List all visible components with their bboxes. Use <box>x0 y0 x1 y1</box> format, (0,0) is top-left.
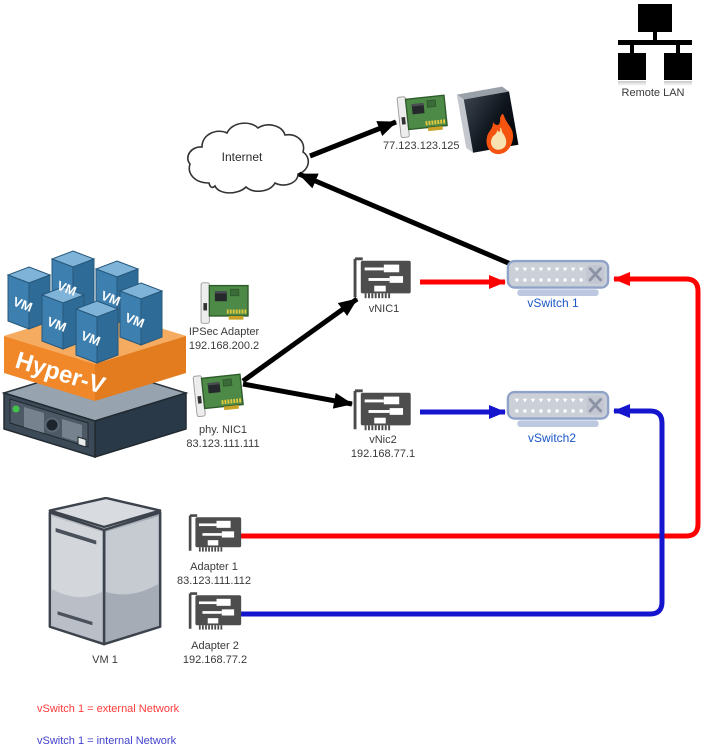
vnic2-ip-label: 192.168.77.1 <box>350 448 416 460</box>
vswitch2-label: vSwitch2 <box>527 431 577 445</box>
internet-cloud <box>187 122 310 194</box>
adapter2-icon <box>188 592 243 631</box>
edge-nic-ip-label: 77.123.123.125 <box>383 140 460 152</box>
adapter1-ip-label: 83.123.111.112 <box>176 575 252 587</box>
ipsec-adapter-ip-label: 192.168.200.2 <box>188 340 260 352</box>
vm-box-label: VM <box>123 310 147 331</box>
legend-internal-network: vSwitch 1 = internal Network <box>37 735 177 747</box>
vm-box-label: VM <box>45 314 69 335</box>
ipsec-adapter-icon <box>200 282 249 325</box>
link-vswitch1-internet <box>298 171 514 268</box>
phy-nic1-ip-label: 83.123.111.111 <box>186 438 260 450</box>
vnic2-label: vNic2 <box>369 434 397 446</box>
vnic1-label: vNIC1 <box>368 303 400 315</box>
vm-box-label: VM <box>11 294 35 315</box>
link-phynic1-vnic1 <box>241 296 359 384</box>
link-adapter2-vswitch2 <box>238 404 665 617</box>
phy-nic1-icon <box>192 370 245 418</box>
vm-box-label: VM <box>55 278 79 299</box>
link-phynic1-vnic2 <box>242 381 353 409</box>
firewall-icon <box>456 86 519 155</box>
remote-lan-label: Remote LAN <box>621 87 685 99</box>
internet-label: Internet <box>221 150 263 164</box>
adapter1-icon <box>188 514 243 553</box>
vswitch1-icon <box>506 259 610 298</box>
legend-external-network: vSwitch 1 = external Network <box>37 703 180 715</box>
hyperv-host-icon: Hyper-V VM VM VM VM VM VM <box>1 250 189 458</box>
remote-lan-icon <box>618 4 692 86</box>
vnic2-icon <box>353 389 413 432</box>
adapter1-label: Adapter 1 <box>190 561 238 573</box>
adapter2-ip-label: 192.168.77.2 <box>182 654 248 666</box>
vm1-icon <box>48 497 162 646</box>
vm-box-label: VM <box>79 328 103 349</box>
link-adapter1-vswitch1 <box>236 272 701 539</box>
vm1-label: VM 1 <box>92 654 118 666</box>
vswitch1-label: vSwitch 1 <box>527 296 579 310</box>
vswitch2-icon <box>506 390 610 429</box>
power-led <box>12 405 20 413</box>
adapter2-label: Adapter 2 <box>191 640 239 652</box>
link-internet-edge-nic <box>309 119 397 159</box>
phy-nic1-label: phy. NIC1 <box>198 424 248 436</box>
vnic1-icon <box>353 257 413 300</box>
vm-box-label: VM <box>99 288 123 309</box>
edge-nic-icon <box>396 91 449 139</box>
ipsec-adapter-label: IPSec Adapter <box>188 326 260 338</box>
